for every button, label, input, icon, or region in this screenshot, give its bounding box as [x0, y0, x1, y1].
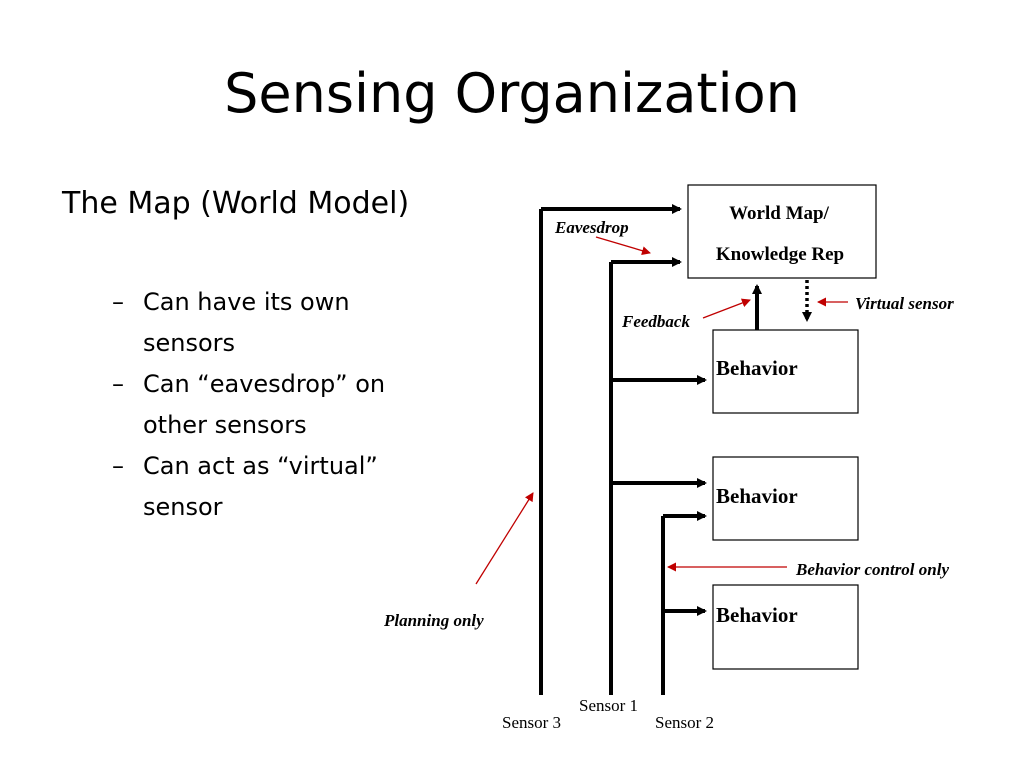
bullet-dash: – — [112, 452, 124, 480]
sensor-1-label: Sensor 1 — [579, 696, 638, 715]
sensor-3-line — [539, 204, 682, 695]
behavior-label-3: Behavior — [716, 603, 798, 627]
sensor-2-label: Sensor 2 — [655, 713, 714, 732]
behavior-control-only-label: Behavior control only — [795, 560, 949, 579]
bullet-item: – Can act as “virtual” sensor — [112, 446, 403, 528]
world-map-label-line1: World Map/ — [729, 203, 829, 224]
bullet-dash: – — [112, 288, 124, 316]
bullet-dash: – — [112, 370, 124, 398]
planning-only-label: Planning only — [383, 611, 484, 630]
virtual-sensor-label: Virtual sensor — [855, 294, 954, 313]
eavesdrop-label: Eavesdrop — [554, 218, 629, 237]
sensor-3-label: Sensor 3 — [502, 713, 561, 732]
eavesdrop-pointer — [595, 236, 651, 256]
bullet-text: Can act as “virtual” sensor — [143, 452, 378, 521]
behavior-box-1 — [712, 329, 859, 414]
bullet-list: – Can have its own sensors – Can “eavesd… — [112, 282, 452, 528]
sensor-1-line — [609, 257, 707, 695]
behavior-label-2: Behavior — [716, 484, 798, 508]
feedback-label: Feedback — [621, 312, 690, 331]
bullet-text: Can “eavesdrop” on other sensors — [143, 370, 386, 439]
behavior-box-2 — [712, 456, 859, 541]
world-map-label-line2: Knowledge Rep — [716, 244, 844, 265]
slide-subtitle: The Map (World Model) — [62, 186, 410, 221]
bullet-text: Can have its own sensors — [143, 288, 350, 357]
behavior-label-1: Behavior — [716, 356, 798, 380]
slide-title: Sensing Organization — [224, 62, 800, 125]
planning-only-pointer — [475, 492, 534, 585]
world-map-box — [687, 184, 877, 279]
bullet-item: – Can have its own sensors — [112, 282, 403, 364]
feedback-pointer — [702, 298, 751, 319]
behavior-box-3 — [712, 584, 859, 670]
bullet-item: – Can “eavesdrop” on other sensors — [112, 364, 403, 446]
sensor-2-line — [661, 511, 707, 695]
